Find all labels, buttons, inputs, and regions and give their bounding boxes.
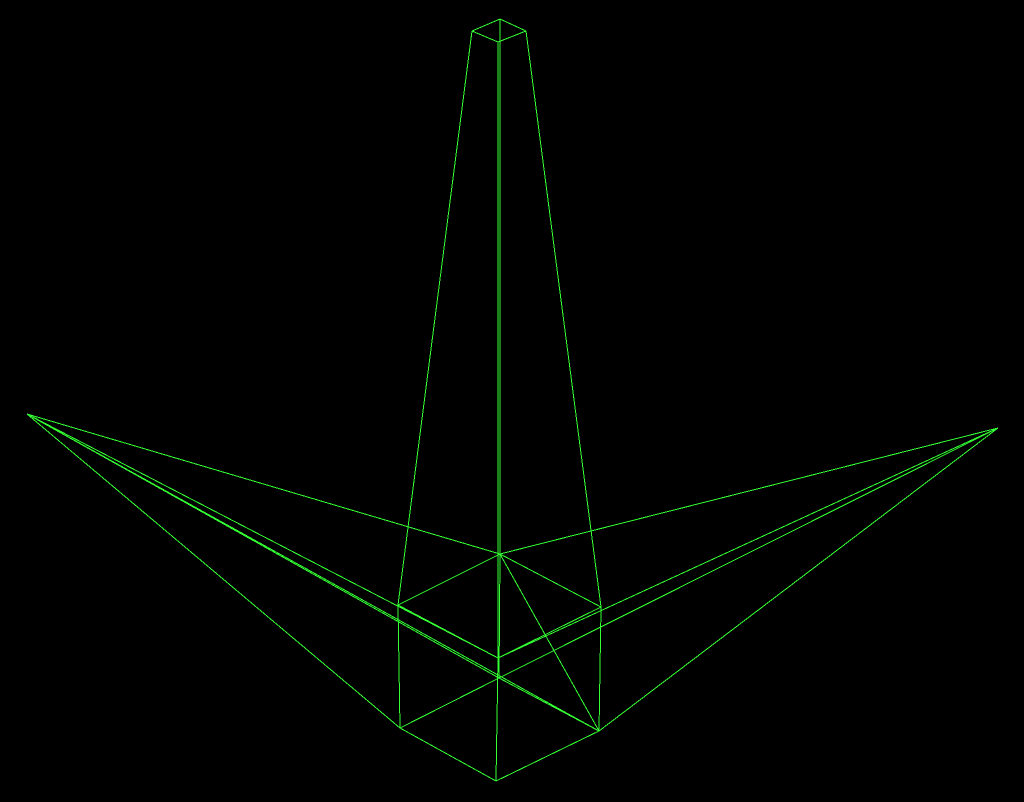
cap-edge [497, 30, 527, 43]
vanishing-line-left [26, 413, 401, 729]
cap-edge [471, 30, 499, 43]
spire-edge [397, 30, 473, 606]
cap-edge [471, 18, 501, 32]
lower-face-edge [495, 730, 600, 782]
vanishing-line-right [497, 427, 999, 659]
vanishing-line-right [498, 427, 999, 679]
lower-face-edge [399, 677, 500, 729]
vanishing-line-left [26, 413, 600, 732]
lower-face-edge [399, 727, 497, 782]
upper-face-edge [397, 553, 501, 606]
vanishing-line-right [499, 427, 999, 555]
box-edge [598, 606, 602, 732]
upper-face-edge [497, 606, 602, 659]
box-edge [397, 604, 401, 729]
cap-edge [499, 18, 527, 32]
wireframe-edges [26, 18, 999, 782]
spire-edge [525, 30, 602, 608]
vanishing-line-left [26, 413, 501, 555]
vanishing-line-left [26, 413, 499, 659]
box-edge [498, 553, 501, 679]
diagonal-edge [499, 553, 600, 732]
vanishing-line-right [598, 427, 999, 732]
upper-face-edge [499, 553, 602, 608]
